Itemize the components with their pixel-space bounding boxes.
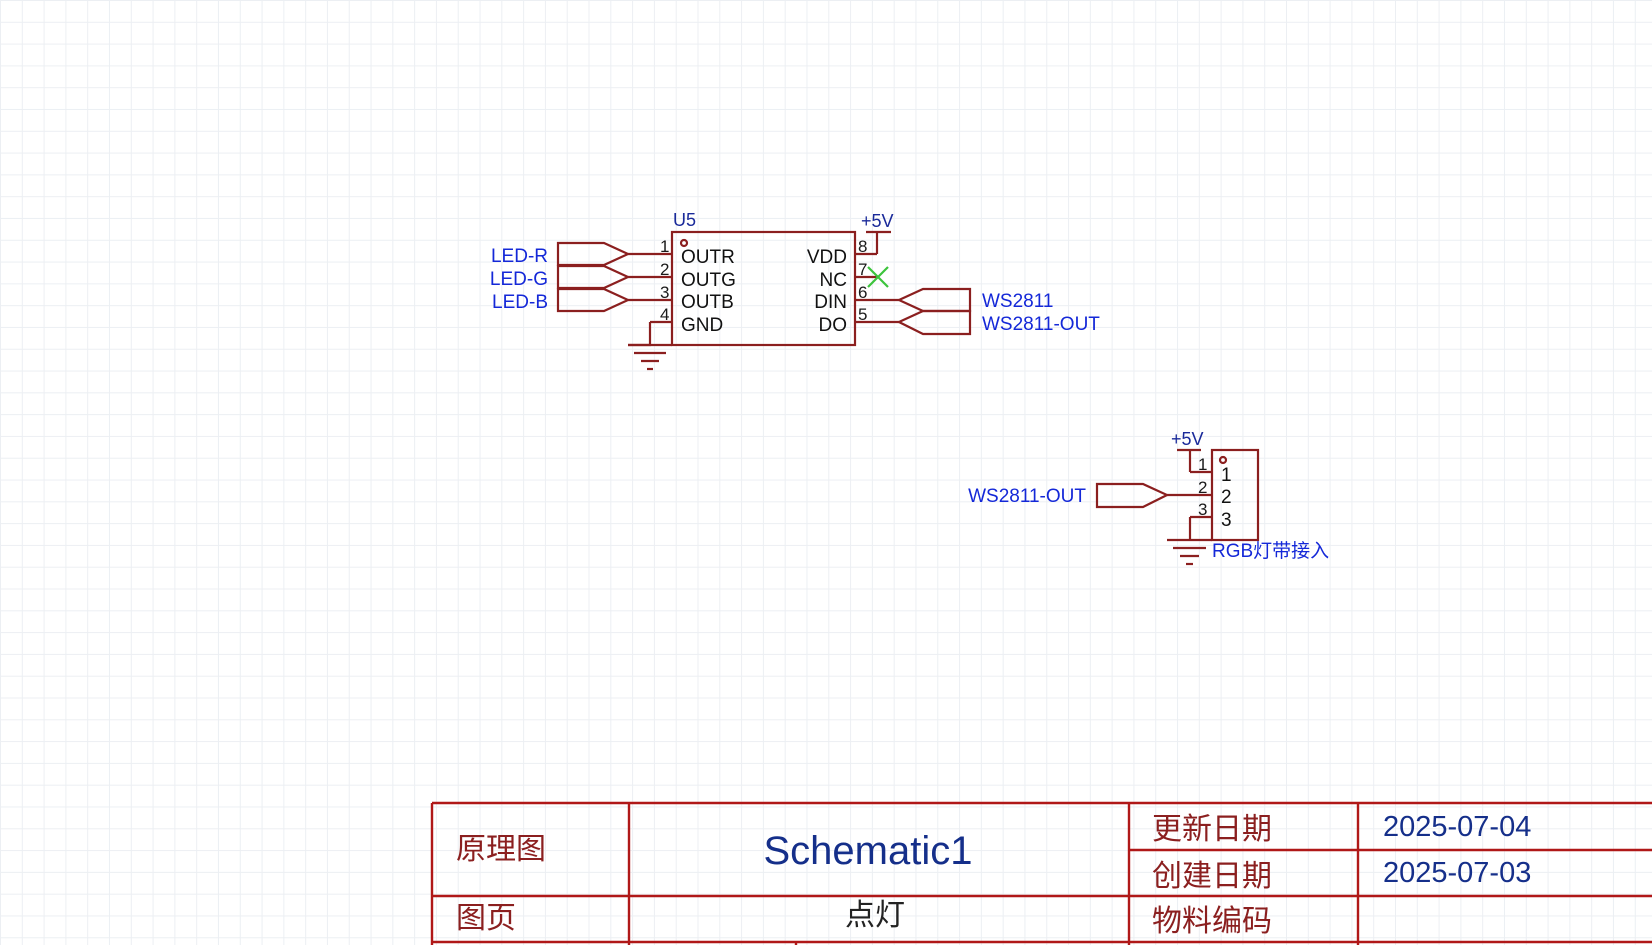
- net-port-led-b[interactable]: LED-B: [492, 287, 631, 313]
- u5-pin-vdd: VDD: [807, 247, 847, 268]
- title-block-part-code-label: 物料编码: [1152, 904, 1272, 939]
- net-port-ws2811-out[interactable]: WS2811-OUT: [896, 309, 1100, 336]
- u5-pin4-num: 4: [660, 305, 669, 324]
- title-block-title: Schematic1: [764, 829, 973, 873]
- u5-pin-nc: NC: [820, 270, 847, 291]
- net-label-ws2811: WS2811: [982, 291, 1053, 312]
- net-label-led-g: LED-G: [490, 269, 548, 290]
- net-label-connector-ws2811-out: WS2811-OUT: [968, 486, 1086, 507]
- title-block-schematic-label: 原理图: [456, 832, 546, 867]
- net-label-ws2811-out: WS2811-OUT: [982, 314, 1100, 335]
- pin1-indicator-icon: [679, 238, 689, 248]
- conn-pin3-name: 3: [1221, 510, 1232, 531]
- connector-body: [1210, 448, 1260, 542]
- u5-pin7-num: 7: [858, 260, 867, 279]
- connector-gnd-symbol-icon[interactable]: [1167, 517, 1212, 566]
- u5-pin-outb: OUTB: [681, 292, 734, 313]
- conn-pin2-num: 2: [1198, 478, 1207, 497]
- no-connect-icon[interactable]: [867, 266, 889, 288]
- title-block-create-date: 2025-07-03: [1383, 857, 1531, 889]
- net-port-led-r[interactable]: LED-R: [491, 241, 631, 267]
- u5-gnd-symbol-icon[interactable]: [628, 322, 672, 371]
- conn-pin3-num: 3: [1198, 500, 1207, 519]
- u5-pin1-num: 1: [660, 237, 669, 256]
- u5-pin-gnd: GND: [681, 315, 723, 336]
- conn-pin2-name: 2: [1221, 487, 1232, 508]
- title-block-update-date: 2025-07-04: [1383, 811, 1531, 843]
- connector-power-port[interactable]: +5V: [1171, 429, 1204, 472]
- net-label-led-r: LED-R: [491, 246, 548, 267]
- u5-pin5-num: 5: [858, 305, 867, 324]
- connector-power-label: +5V: [1171, 429, 1204, 449]
- u5-pin-outr: OUTR: [681, 247, 735, 268]
- u5-pin6-num: 6: [858, 283, 867, 302]
- u5-pin2-num: 2: [660, 260, 669, 279]
- title-block-page-label: 图页: [456, 901, 516, 936]
- u5-body: [670, 230, 857, 347]
- u5-right-pins: [855, 252, 899, 324]
- net-port-connector-ws2811-out[interactable]: WS2811-OUT: [968, 482, 1170, 509]
- component-u5[interactable]: U5 1 2 3 4 OUTR OUTG OUTB GND 8 7 6 5 VD…: [628, 210, 899, 347]
- net-port-ws2811[interactable]: WS2811: [896, 287, 1053, 313]
- u5-pin-do: DO: [819, 315, 848, 336]
- u5-designator: U5: [673, 210, 696, 230]
- u5-power-label: +5V: [861, 211, 894, 231]
- title-block-create-label: 创建日期: [1152, 859, 1272, 894]
- connector-pin1-indicator-icon: [1218, 455, 1228, 465]
- connector-name: RGB灯带接入: [1212, 540, 1329, 562]
- conn-pin1-num: 1: [1198, 455, 1207, 474]
- u5-pin-din: DIN: [814, 292, 847, 313]
- u5-pin8-num: 8: [858, 237, 867, 256]
- title-block-page-name: 点灯: [845, 898, 905, 933]
- u5-left-pins: [628, 252, 672, 324]
- u5-power-port[interactable]: +5V: [861, 211, 894, 254]
- title-block-update-label: 更新日期: [1152, 812, 1272, 847]
- u5-pin-outg: OUTG: [681, 270, 736, 291]
- title-block: 原理图 Schematic1 更新日期 2025-07-04 创建日期 2025…: [430, 801, 1652, 945]
- component-connector[interactable]: 1 2 3 1 2 3 RGB灯带接入: [1167, 448, 1329, 562]
- conn-pin1-name: 1: [1221, 465, 1232, 486]
- net-port-led-g[interactable]: LED-G: [490, 264, 631, 290]
- u5-pin3-num: 3: [660, 283, 669, 302]
- net-label-led-b: LED-B: [492, 292, 548, 313]
